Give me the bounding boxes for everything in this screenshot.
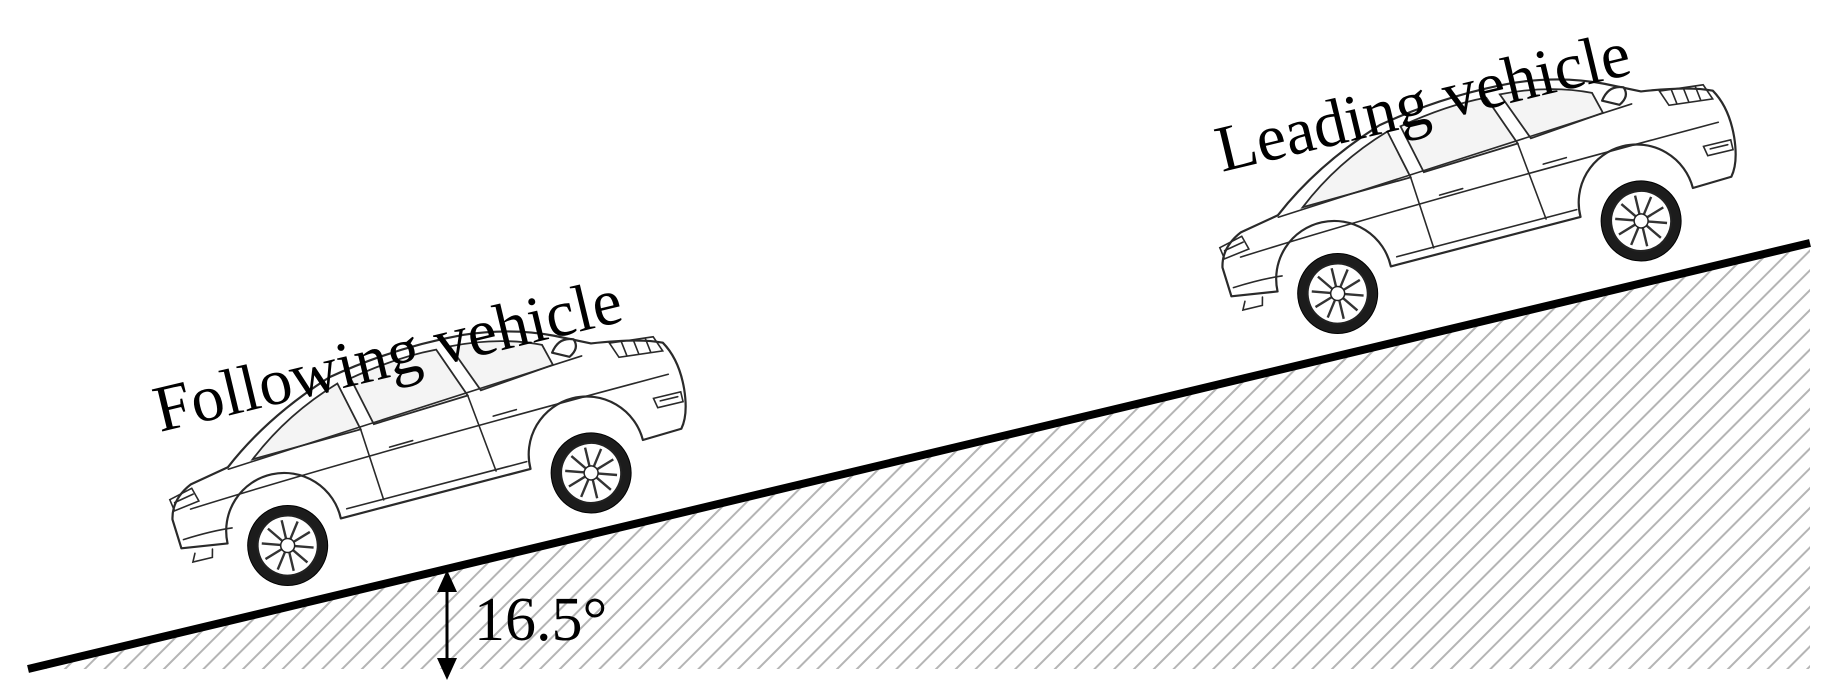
slope-angle-label: 16.5° (474, 586, 607, 654)
angle-arrow (437, 570, 457, 680)
slope-surface-line (27, 239, 1811, 673)
